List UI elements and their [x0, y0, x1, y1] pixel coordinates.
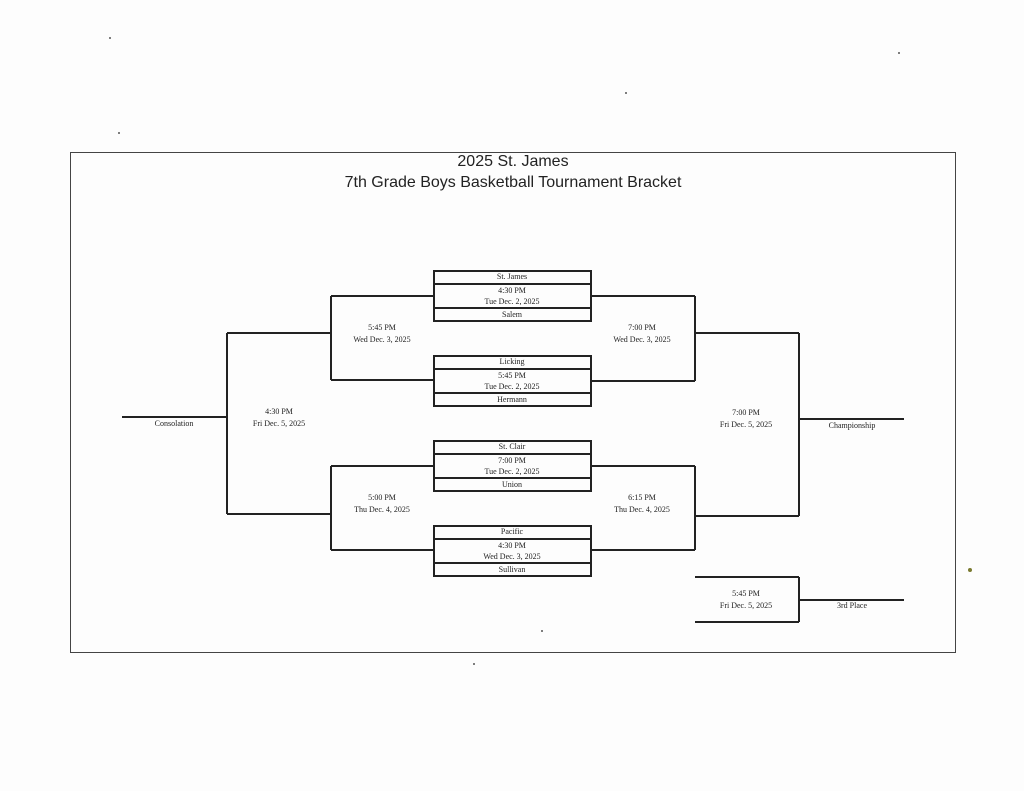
game-box-4	[433, 525, 592, 577]
scan-speck	[109, 37, 111, 39]
scan-speck	[118, 132, 120, 134]
cons-semi-2-time: 5:00 PM	[368, 493, 396, 502]
game-2-date: Tue Dec. 2, 2025	[484, 382, 540, 391]
cons-semi-1-time: 5:45 PM	[368, 323, 396, 332]
game-2-time: 5:45 PM	[498, 371, 526, 380]
cons-final-time: 4:30 PM	[265, 407, 293, 416]
championship-date: Fri Dec. 5, 2025	[719, 420, 773, 429]
game-2-bottom-team: Hermann	[497, 395, 527, 404]
game-3-time: 7:00 PM	[498, 456, 526, 465]
third-place-date: Fri Dec. 5, 2025	[719, 601, 773, 610]
game-3-date: Tue Dec. 2, 2025	[484, 467, 540, 476]
game-1-bottom-team: Salem	[502, 310, 522, 319]
bracket-title-line1: 2025 St. James	[457, 153, 569, 170]
game-1-top-team: St. James	[496, 272, 528, 281]
game-3-top-team: St. Clair	[498, 442, 526, 451]
game-4-top-team: Pacific	[500, 527, 524, 536]
cons-semi-2-date: Thu Dec. 4, 2025	[354, 505, 410, 514]
bracket-title-line2: 7th Grade Boys Basketball Tournament Bra…	[344, 174, 682, 191]
scan-speck	[968, 568, 972, 572]
third-place-label: 3rd Place	[837, 601, 867, 610]
win-semi-2-time: 6:15 PM	[628, 493, 656, 502]
game-4-date: Wed Dec. 3, 2025	[483, 552, 541, 561]
game-1-time: 4:30 PM	[498, 286, 526, 295]
consolation-label: Consolation	[154, 419, 194, 428]
game-3-bottom-team: Union	[502, 480, 522, 489]
game-4-bottom-team: Sullivan	[498, 565, 526, 574]
bracket-frame	[70, 152, 956, 653]
game-2-top-team: Licking	[499, 357, 525, 366]
win-semi-1-time: 7:00 PM	[628, 323, 656, 332]
win-semi-1-date: Wed Dec. 3, 2025	[613, 335, 671, 344]
cons-final-date: Fri Dec. 5, 2025	[252, 419, 306, 428]
scan-speck	[541, 630, 543, 632]
game-1-date: Tue Dec. 2, 2025	[484, 297, 540, 306]
scan-speck	[625, 92, 627, 94]
scan-speck	[898, 52, 900, 54]
championship-label: Championship	[828, 421, 876, 430]
championship-time: 7:00 PM	[732, 408, 760, 417]
cons-semi-1-date: Wed Dec. 3, 2025	[353, 335, 411, 344]
game-4-time: 4:30 PM	[498, 541, 526, 550]
win-semi-2-date: Thu Dec. 4, 2025	[614, 505, 670, 514]
third-place-time: 5:45 PM	[732, 589, 760, 598]
scan-speck	[473, 663, 475, 665]
